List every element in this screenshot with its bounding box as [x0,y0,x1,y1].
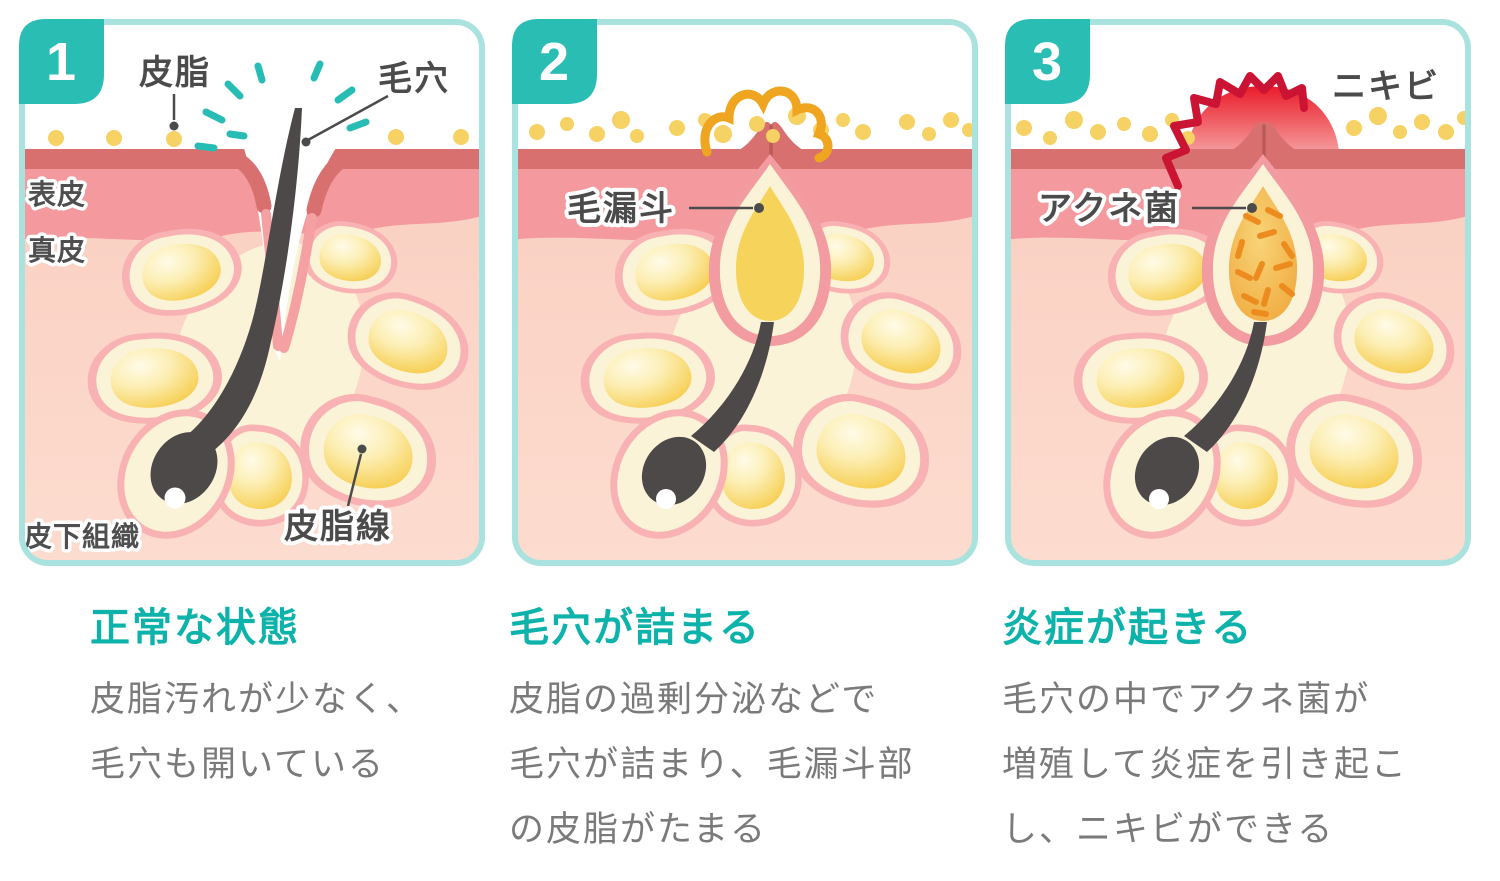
step-number: 3 [1032,32,1062,92]
step-badge [19,19,104,104]
label-pimple: ニキビ [1332,68,1440,106]
panel-frame [512,19,978,566]
sebum-dots [1016,107,1468,145]
label-subcutaneous-tissue: 皮下組織 [24,520,140,552]
hair-bulb-notch [1149,489,1169,509]
panel-1-labels: 皮脂 毛穴 表皮 真皮 皮下組織 皮脂線 [21,50,453,556]
panel-3-labels: アクネ菌 ニキビ [1034,64,1442,232]
label-epidermis: 表皮 [28,179,86,210]
trapped-sebum [735,186,805,321]
pore-shoulder-right [306,149,362,218]
caption-title: 正常な状態 [90,606,300,650]
hair-bulb-notch [164,487,186,509]
panel-frame [19,19,485,566]
inflammation-burst-icon [1162,72,1308,190]
panel-frame [1005,19,1471,566]
leader-line [307,94,389,142]
panel-inflammation: アクネ菌 ニキビ 3 [1002,16,1474,569]
sebum-dots [48,129,469,147]
label-infundibulum: 毛漏斗 [567,190,675,228]
hair [1134,322,1267,509]
label-sebum: 皮脂 [139,54,211,92]
step-badge [1005,19,1090,104]
caption-description: 毛穴の中でアクネ菌が 増殖して炎症を引き起こ し、ニキビができる [1002,680,1408,849]
hair-bulb-notch [656,489,676,509]
sebum-burst-icon [700,86,833,163]
step-badge [512,19,597,104]
hair [641,322,774,509]
pore-shoulder-left [218,149,272,214]
panel-3-skin-scene [1008,22,1468,563]
caption-description: 皮脂の過剰分泌などで 毛穴が詰まり、毛漏斗部 の皮脂がたまる [509,680,915,849]
caption-normal-state: 正常な状態 皮脂汚れが少なく、 毛穴も開いている [16,595,488,862]
hair [150,108,302,509]
panel-1-illustration: 皮脂 毛穴 表皮 真皮 皮下組織 皮脂線 1 [19,19,485,566]
panel-2-skin-scene [515,22,975,563]
acne-bacteria-rods [1235,207,1295,317]
pore-wall-right [279,213,317,353]
caption-inflammation: 炎症が起きる 毛穴の中でアクネ菌が 増殖して炎症を引き起こ し、ニキビができる [1002,595,1474,862]
sparkle-icon [194,60,370,152]
panel-2-illustration: 毛漏斗 2 [512,19,978,566]
panel-3-illustration: アクネ菌 ニキビ 3 [1005,19,1471,566]
leader-line [346,453,363,507]
panel-clogged-pore: 毛漏斗 2 [509,16,981,569]
label-dermis: 真皮 [28,235,86,266]
panels-row: 皮脂 毛穴 表皮 真皮 皮下組織 皮脂線 1 [16,16,1474,569]
epidermis-layer [22,168,482,241]
captions-row: 正常な状態 皮脂汚れが少なく、 毛穴も開いている 毛穴が詰まる 皮脂の過剰分泌な… [0,569,1500,862]
step-number: 1 [46,32,76,92]
step-number: 2 [539,32,569,92]
caption-title: 炎症が起きる [1002,606,1254,650]
panel-normal-state: 皮脂 毛穴 表皮 真皮 皮下組織 皮脂線 1 [16,16,488,569]
panel-2-labels: 毛漏斗 [563,186,764,232]
label-acne-bacteria: アクネ菌 [1038,190,1180,228]
label-pore: 毛穴 [378,60,450,98]
caption-title: 毛穴が詰まる [509,606,761,650]
caption-description: 皮脂汚れが少なく、 毛穴も開いている [90,680,424,784]
panel-1-skin-scene [22,22,482,563]
label-sebaceous-gland: 皮脂線 [284,508,392,546]
caption-clogged-pore: 毛穴が詰まる 皮脂の過剰分泌などで 毛穴が詰まり、毛漏斗部 の皮脂がたまる [509,595,981,862]
